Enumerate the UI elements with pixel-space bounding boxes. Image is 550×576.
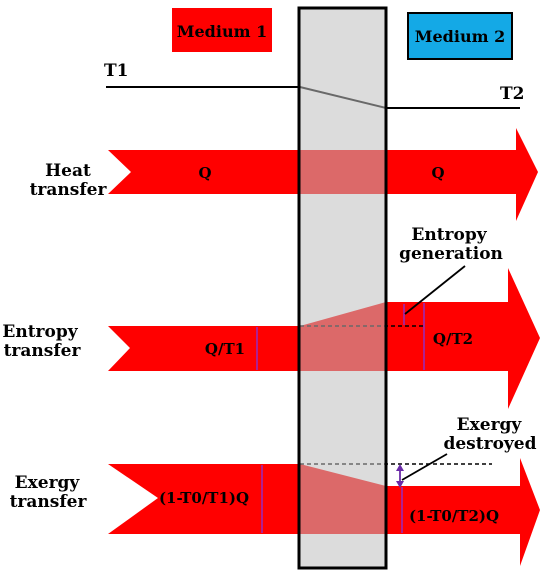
medium-2-label: Medium 2 bbox=[415, 27, 505, 46]
temperature-t1-label: T1 bbox=[104, 61, 128, 81]
wall bbox=[297, 6, 388, 570]
exergy-right-value: (1-T0/T2)Q bbox=[409, 507, 499, 525]
exergy-label-line2: transfer bbox=[10, 492, 88, 512]
entropy-label-line1: Entropy bbox=[2, 322, 78, 342]
medium-1-label: Medium 1 bbox=[177, 22, 267, 41]
entropy-label-line2: transfer bbox=[4, 341, 82, 361]
temperature-t2-label: T2 bbox=[500, 84, 524, 104]
exergy-destroyed-line2: destroyed bbox=[443, 434, 536, 454]
exergy-left-value: (1-T0/T1)Q bbox=[159, 489, 249, 507]
exergy-destroyed-pointer bbox=[401, 453, 448, 481]
exergy-destroyed-arrowhead-down bbox=[396, 481, 404, 488]
heat-label-line1: Heat bbox=[45, 161, 91, 181]
medium-1-box: Medium 1 bbox=[172, 8, 272, 52]
medium-2-fill bbox=[407, 12, 513, 60]
entropy-generation-annotation: Entropy generation bbox=[399, 225, 503, 315]
entropy-left-value: Q/T1 bbox=[205, 340, 245, 358]
exergy-destroyed-annotation: Exergy destroyed bbox=[401, 415, 537, 481]
heat-right-value: Q bbox=[431, 164, 444, 182]
heat-left-value: Q bbox=[198, 164, 211, 182]
medium-1-fill bbox=[172, 8, 272, 52]
exergy-destroyed-arrowhead-up bbox=[396, 464, 404, 471]
exergy-label-line1: Exergy bbox=[15, 473, 81, 493]
entropy-generation-line2: generation bbox=[399, 244, 503, 264]
entropy-right-value: Q/T2 bbox=[433, 330, 473, 348]
medium-2-box: Medium 2 bbox=[407, 12, 513, 60]
exergy-destroyed-line1: Exergy bbox=[457, 415, 523, 435]
entropy-generation-pointer bbox=[404, 265, 466, 315]
entropy-generation-line1: Entropy bbox=[411, 225, 487, 245]
heat-label-line2: transfer bbox=[30, 180, 108, 200]
